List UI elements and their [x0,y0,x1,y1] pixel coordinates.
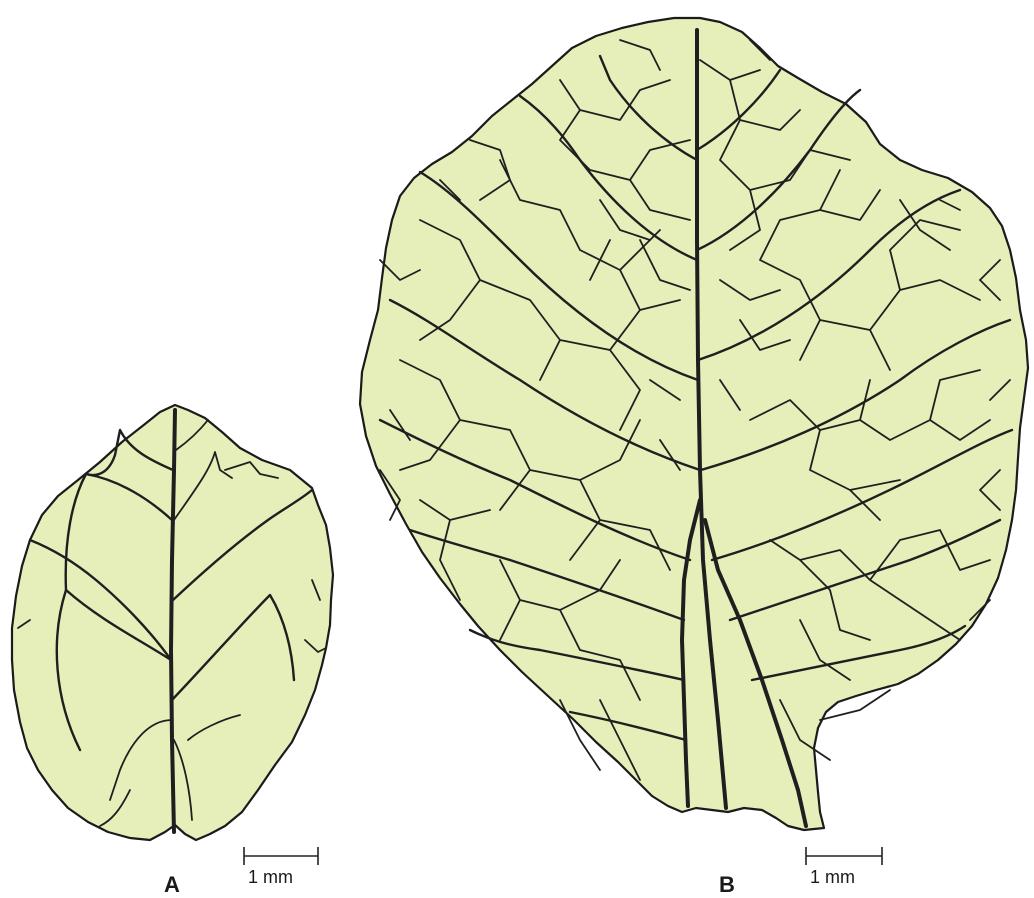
scale-bar-b: 1 mm [806,847,882,887]
leaf-b-blade [360,18,1028,830]
scale-bar-b-label: 1 mm [810,867,855,887]
scale-bar-a-label: 1 mm [248,867,293,887]
leaf-a [12,405,333,840]
leaf-b [360,18,1028,830]
panel-b-label: B [719,872,735,897]
scale-bar-a: 1 mm [244,847,318,887]
panel-a-label: A [164,872,180,897]
